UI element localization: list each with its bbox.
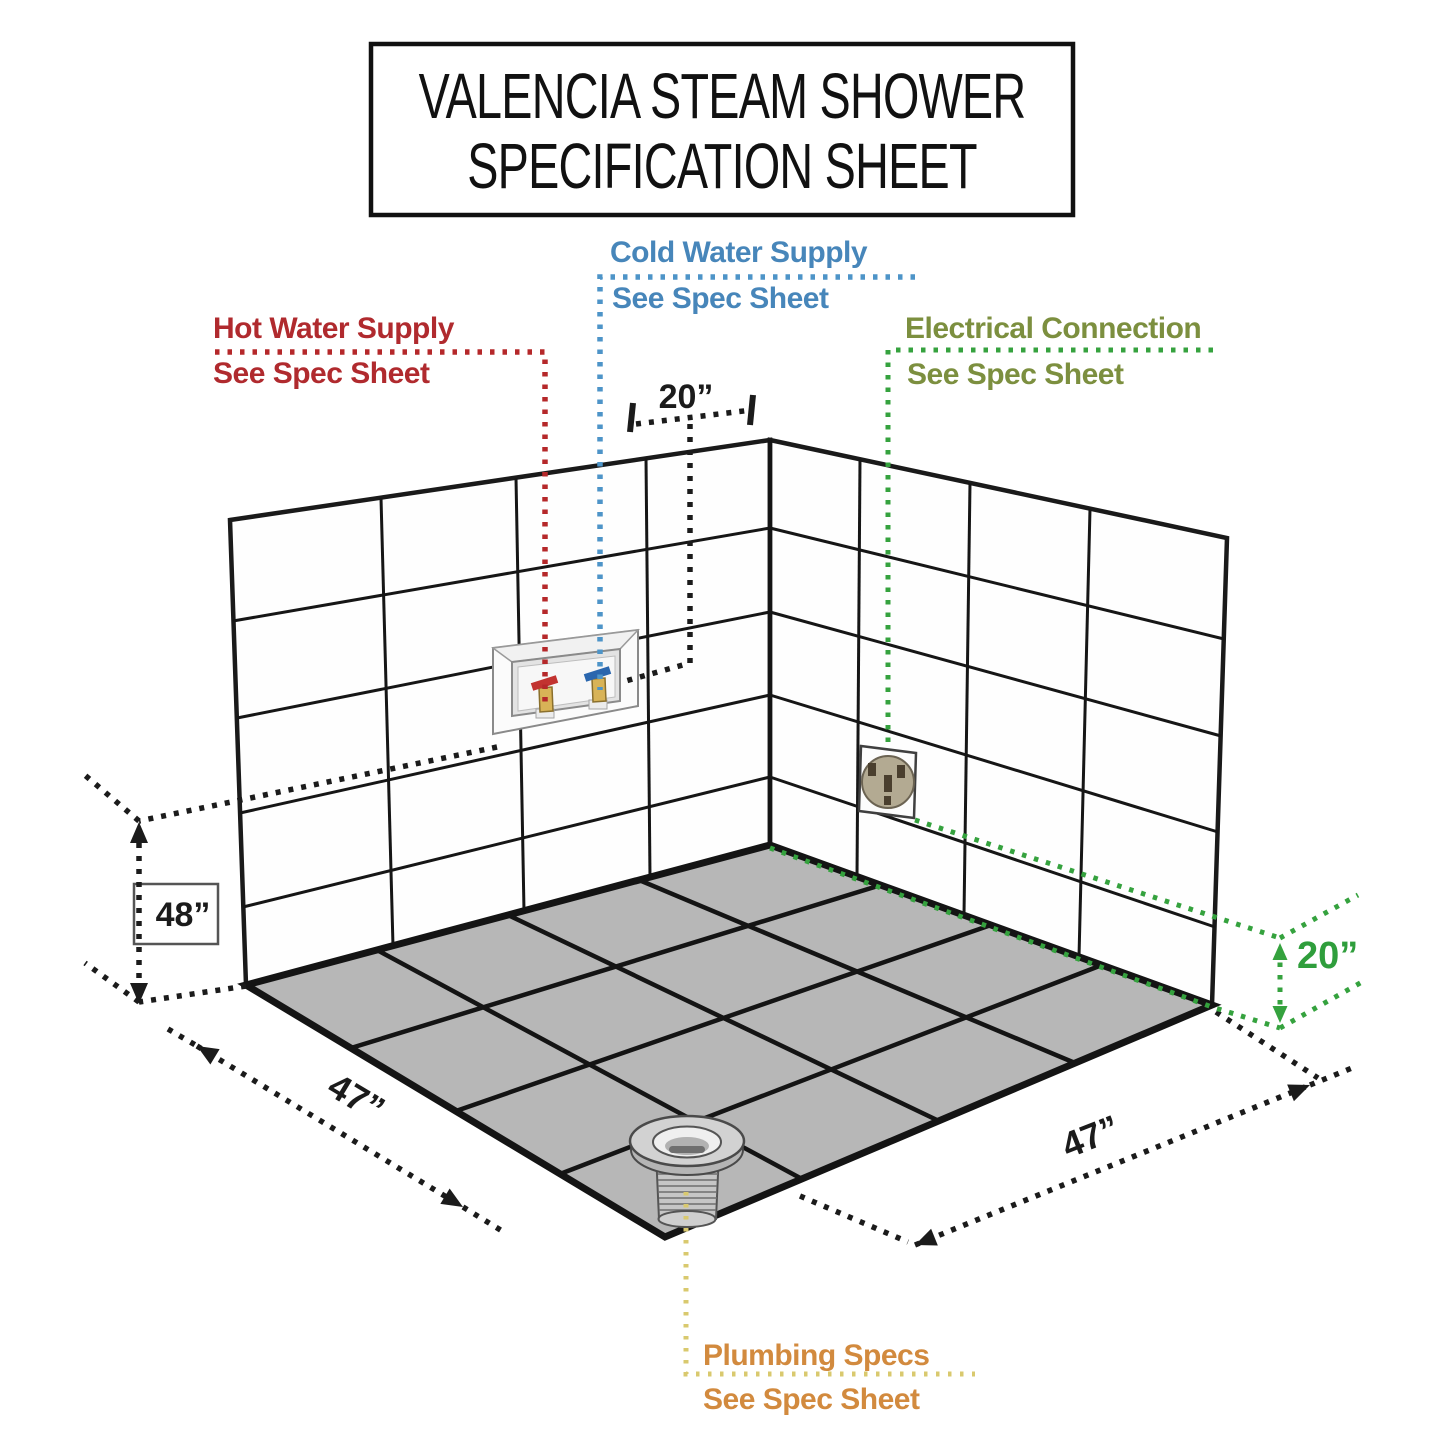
tile-grout-line xyxy=(242,775,771,909)
electrical-outlet xyxy=(857,744,918,820)
electrical-label-line1: Electrical Connection xyxy=(905,312,1201,345)
dim-extension xyxy=(461,1204,509,1237)
dim-outlet-height-value: 20” xyxy=(1297,935,1358,977)
page-title-line1: VALENCIA STEAM SHOWER xyxy=(419,60,1026,132)
outlet-slot xyxy=(884,775,892,792)
floor-grout-line xyxy=(455,922,992,1114)
dim-line xyxy=(913,1082,1312,1248)
arrow-up-right-icon xyxy=(1287,1084,1310,1102)
arrow-down-right-icon xyxy=(440,1188,463,1207)
plumbing-callout-line xyxy=(683,1192,975,1377)
page-title-line2: SPECIFICATION SHEET xyxy=(467,130,977,202)
floor-surface xyxy=(237,841,1222,1241)
dim-supply-offset: 20” xyxy=(621,378,756,685)
dim-extension-upper-tick xyxy=(78,768,141,824)
dim-tick xyxy=(747,394,756,426)
cold-valve-handle xyxy=(583,666,612,682)
cold-water-label-line1: Cold Water Supply xyxy=(610,236,868,269)
dim-extension xyxy=(798,1193,910,1245)
dim-extension-lower-tick xyxy=(1278,979,1364,1031)
dim-leader-to-valve-box xyxy=(621,424,693,685)
tile-grout-line xyxy=(769,526,1225,641)
dim-floor-left-value: 47” xyxy=(321,1065,392,1130)
arrow-down-left-icon xyxy=(915,1228,938,1246)
outlet-slot xyxy=(884,796,891,805)
dim-extension-lower xyxy=(138,983,247,1005)
hot-water-callout-line xyxy=(215,349,548,706)
dim-tick xyxy=(627,402,636,433)
dim-supply-offset-value: 20” xyxy=(659,378,714,416)
dim-extension-upper-tick xyxy=(1278,892,1360,941)
arrow-up-left-icon xyxy=(197,1046,220,1065)
cold-water-label-line2: See Spec Sheet xyxy=(612,282,829,315)
hot-valve-handle xyxy=(530,675,559,691)
outlet-level-line xyxy=(914,817,1281,941)
title-box xyxy=(368,41,1076,218)
dim-supply-height: 48” xyxy=(78,744,498,1005)
hot-water-label-line1: Hot Water Supply xyxy=(213,312,455,345)
tile-grout-line xyxy=(769,693,1219,834)
shower-floor xyxy=(237,841,1222,1241)
drain-slot xyxy=(669,1146,705,1153)
tile-grout-line xyxy=(769,775,1216,929)
outlet-slot xyxy=(897,765,905,778)
plumbing-label-line2: See Spec Sheet xyxy=(703,1383,920,1416)
callout-lines xyxy=(215,274,1213,1377)
arrow-up-icon xyxy=(130,822,148,843)
dim-value-box xyxy=(132,882,220,946)
dim-extension-upper xyxy=(138,744,498,824)
hot-water-label-line2: See Spec Sheet xyxy=(213,357,430,390)
dim-extension xyxy=(166,1026,199,1049)
arrow-up-icon xyxy=(1272,943,1288,960)
floor-drain xyxy=(628,1114,746,1228)
dim-supply-height-value: 48” xyxy=(156,896,211,934)
tile-grout-line xyxy=(769,610,1222,738)
tile-grout-line xyxy=(232,526,771,623)
arrow-down-icon xyxy=(130,983,148,1004)
dim-floor-right-value: 47” xyxy=(1056,1107,1125,1166)
outlet-slot xyxy=(868,763,876,776)
tile-grout-line xyxy=(239,693,771,815)
floor-grout-line xyxy=(350,882,882,1051)
dim-extension-lower-tick xyxy=(83,960,141,1005)
electrical-label-line2: See Spec Sheet xyxy=(907,358,1124,391)
title-block: VALENCIA STEAM SHOWER SPECIFICATION SHEE… xyxy=(368,41,1076,218)
right-wall xyxy=(767,437,1230,1009)
arrow-down-icon xyxy=(1272,1006,1288,1023)
cold-water-callout-line xyxy=(597,274,915,690)
callout-labels: Cold Water Supply See Spec Sheet Hot Wat… xyxy=(213,236,1202,1416)
water-supply-valve-box xyxy=(491,628,640,736)
dim-outlet-height: 20” xyxy=(769,817,1364,1031)
electrical-callout-line xyxy=(885,347,1213,746)
plumbing-label-line1: Plumbing Specs xyxy=(703,1339,929,1372)
